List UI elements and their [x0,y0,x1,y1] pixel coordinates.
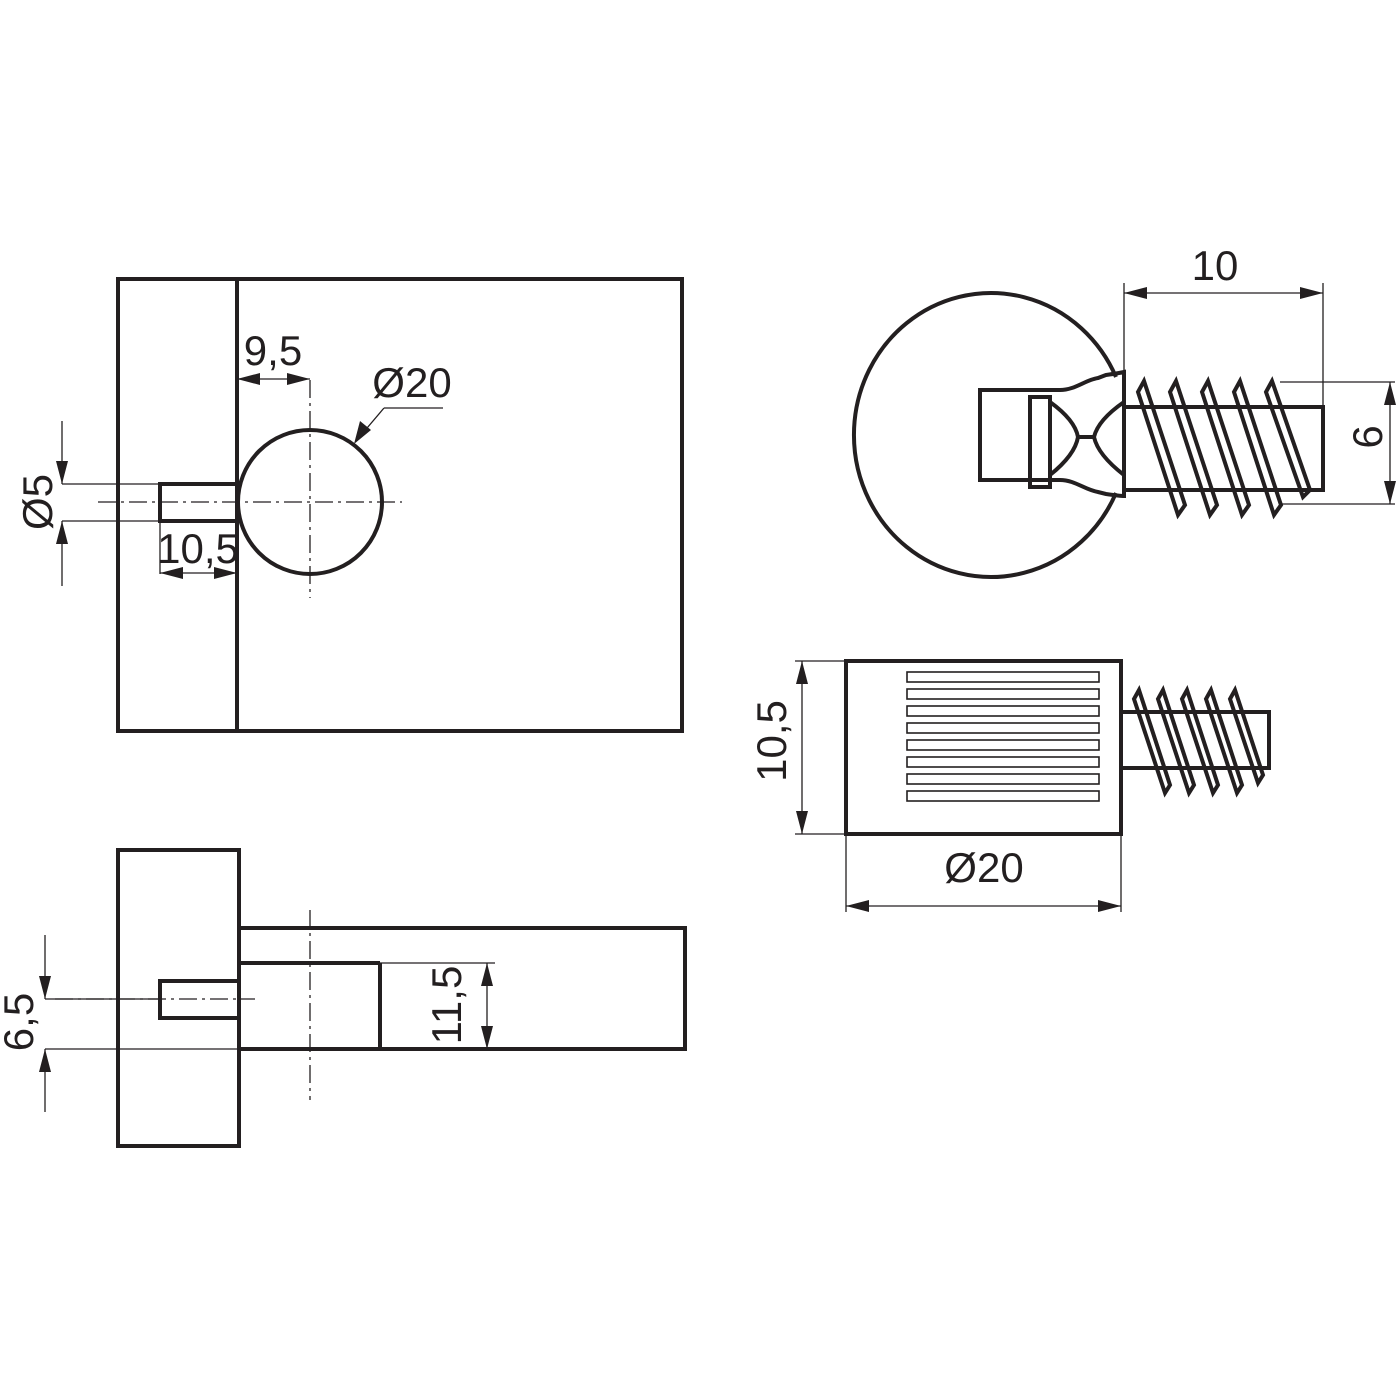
dim-thread-diameter-label: 6 [1344,425,1391,448]
arrow [160,567,183,579]
rib [906,756,1100,768]
thread-tooth [1231,375,1284,520]
arrow [481,1026,493,1049]
thread-tooth [1167,375,1220,520]
thread-tooth [1227,685,1266,788]
rib [906,671,1100,683]
rib [906,722,1100,734]
rib [906,790,1100,802]
arrow [796,661,808,684]
thread-tooth [1199,375,1252,520]
thread-tooth [1155,685,1197,798]
dim-pin-length-label: 10,5 [157,525,239,572]
arrow [287,373,310,385]
rib [906,773,1100,785]
arrow [354,421,371,444]
arrow [846,900,869,912]
thread-tooth [1203,685,1245,798]
rib [906,739,1100,751]
cam-side-view: 10,5 Ø20 [748,659,1271,912]
dim-cam-diameter-label: Ø20 [944,844,1023,891]
rib [906,705,1100,717]
side-view: 6,5 11,5 [0,848,687,1148]
cam-disc-outline [851,291,1118,579]
cam-slot [978,369,1126,499]
arrow [481,963,493,986]
front-view: 9,5 Ø20 Ø5 10,5 [14,277,684,733]
thread-tooth [1131,685,1173,798]
arrow [1384,481,1396,504]
dim-thread-length-label: 10 [1192,242,1239,289]
dim-9-5-label: 9,5 [244,327,302,374]
bolt-head [1028,395,1052,489]
arrow [56,461,68,484]
thread-tooth [1263,376,1313,501]
arrow [796,811,808,834]
cam-ribs [906,671,1100,802]
bolt-neck-left [1048,400,1081,477]
thread-teeth [1135,375,1313,520]
arrow [39,1049,51,1072]
side-edge-block [116,848,241,1148]
side-thread-teeth [1131,685,1266,798]
arrow [1384,382,1396,405]
bolt-neck-right [1091,400,1126,477]
arrow [39,976,51,999]
arrow [237,373,260,385]
dim-slot-height-label: 11,5 [423,966,470,1045]
arrow [1098,900,1121,912]
cam-top-view: 10 6 [851,242,1396,579]
dim-cam-height-label: 10,5 [748,700,795,782]
dim-hole-diameter-label: Ø20 [372,359,451,406]
dim-pin-diameter-label: Ø5 [14,474,61,530]
arrow [1300,287,1323,299]
panel-outline [116,277,684,733]
arrow [56,521,68,544]
dim-side-offset-label: 6,5 [0,993,42,1051]
thread-core [1122,405,1325,492]
thread-tooth [1179,685,1221,798]
arrow [1124,287,1147,299]
rib [906,688,1100,700]
side-panel [237,926,687,1051]
thread-tooth [1135,375,1188,520]
arrow [214,567,237,579]
